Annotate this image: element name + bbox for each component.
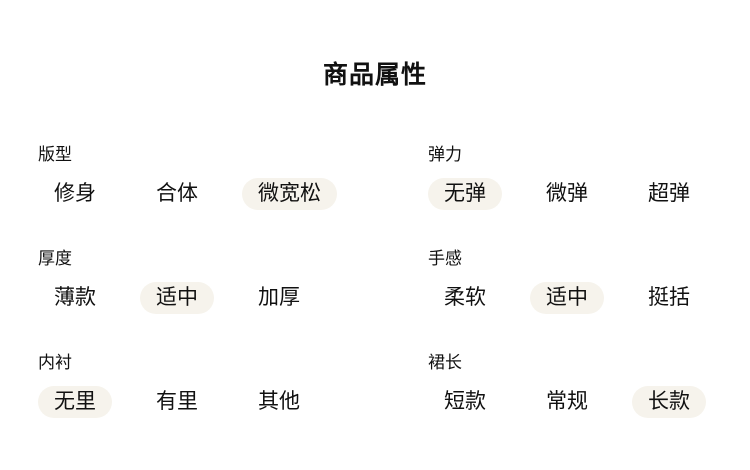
attribute-group: 弹力 无弹 微弹 超弹 — [428, 145, 750, 210]
attribute-group: 厚度 薄款 适中 加厚 — [38, 249, 428, 314]
attribute-option-selected[interactable]: 适中 — [530, 282, 604, 314]
attribute-options-row: 柔软 适中 挺括 — [428, 282, 750, 314]
attribute-option-selected[interactable]: 无弹 — [428, 178, 502, 210]
attribute-group-label: 手感 — [428, 249, 462, 268]
attribute-options-row: 无弹 微弹 超弹 — [428, 178, 750, 210]
attribute-groups: 版型 修身 合体 微宽松 弹力 无弹 微弹 超弹 厚度 薄款 适中 加厚 手感 … — [0, 92, 750, 418]
attribute-option[interactable]: 挺括 — [648, 286, 690, 309]
attribute-group: 内衬 无里 有里 其他 — [38, 353, 428, 418]
attribute-option-selected[interactable]: 适中 — [140, 282, 214, 314]
attribute-option[interactable]: 微弹 — [546, 182, 588, 205]
attribute-option[interactable]: 超弹 — [648, 182, 690, 205]
attribute-option[interactable]: 合体 — [156, 182, 198, 205]
attribute-group-label: 内衬 — [38, 353, 72, 372]
attribute-group-label: 厚度 — [38, 249, 72, 268]
attribute-options-row: 修身 合体 微宽松 — [38, 178, 428, 210]
attribute-option[interactable]: 短款 — [444, 390, 486, 413]
attribute-option[interactable]: 有里 — [156, 390, 198, 413]
attribute-group: 裙长 短款 常规 长款 — [428, 353, 750, 418]
attribute-group-label: 裙长 — [428, 353, 462, 372]
attribute-option-selected[interactable]: 微宽松 — [242, 178, 337, 210]
attribute-options-row: 短款 常规 长款 — [428, 386, 750, 418]
attribute-option-selected[interactable]: 无里 — [38, 386, 112, 418]
attribute-group-label: 弹力 — [428, 145, 462, 164]
attribute-group: 手感 柔软 适中 挺括 — [428, 249, 750, 314]
attribute-option[interactable]: 其他 — [258, 390, 300, 413]
attribute-options-row: 无里 有里 其他 — [38, 386, 428, 418]
page-title: 商品属性 — [322, 61, 427, 89]
attribute-option[interactable]: 薄款 — [54, 286, 96, 309]
attribute-option[interactable]: 柔软 — [444, 286, 486, 309]
attribute-option[interactable]: 加厚 — [258, 286, 300, 309]
attribute-option-selected[interactable]: 长款 — [632, 386, 706, 418]
attribute-group: 版型 修身 合体 微宽松 — [38, 145, 428, 210]
attribute-option[interactable]: 修身 — [54, 182, 96, 205]
attribute-group-label: 版型 — [38, 145, 72, 164]
attribute-options-row: 薄款 适中 加厚 — [38, 282, 428, 314]
attribute-option[interactable]: 常规 — [546, 390, 588, 413]
